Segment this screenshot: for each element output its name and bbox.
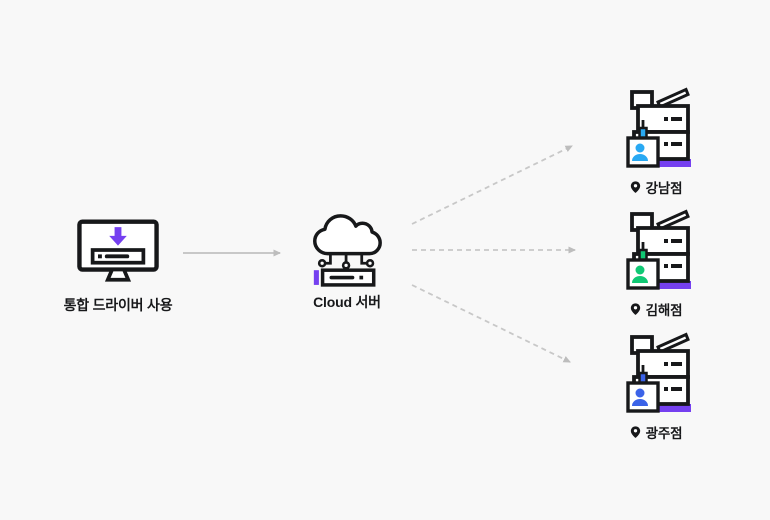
badge-person-body [632, 276, 648, 283]
badge-person-head [635, 265, 645, 275]
drawer-handle [671, 264, 682, 268]
badge-person-head [635, 143, 645, 153]
badge-person-head [635, 388, 645, 398]
drawer-dot [664, 387, 668, 391]
printer-accent-bar [644, 404, 691, 412]
drawer-dot [664, 117, 668, 121]
client-label: 통합 드라이버 사용 [63, 297, 173, 313]
progress-fill [104, 254, 130, 259]
node-dot-middle [341, 261, 351, 270]
server-label: Cloud 서버 [313, 294, 381, 310]
cloud-shape [313, 214, 382, 256]
location-pin-icon [630, 303, 640, 315]
printer-badge-icon [626, 209, 691, 290]
arrow-server-to-branch-1 [411, 145, 573, 225]
connector-right [360, 253, 367, 265]
connector-left [325, 253, 332, 265]
badge-person-body [632, 399, 648, 406]
branch-gwangju: 광주점 [586, 331, 726, 442]
badge-person-body [632, 154, 648, 161]
badge-card [626, 258, 660, 290]
progress-dot [97, 254, 102, 259]
server-accent-bar [313, 270, 319, 285]
branch-label: 강남점 [645, 181, 683, 196]
drawer-dot [664, 362, 668, 366]
drawer-handle [671, 117, 682, 121]
branch-label: 광주점 [645, 426, 683, 441]
monitor-download-icon [77, 219, 159, 282]
printer-accent-bar [644, 159, 691, 167]
cloud-server-icon [313, 214, 382, 287]
server-slot [329, 275, 355, 280]
server-led [359, 275, 364, 280]
badge-card [626, 381, 660, 413]
arrow-server-to-branch-3 [411, 284, 571, 363]
location-pin-icon [630, 181, 640, 193]
branch-label: 김해점 [645, 303, 683, 318]
badge-card [626, 136, 660, 168]
monitor-stand [104, 267, 132, 282]
printer-accent-bar [644, 281, 691, 289]
node-dot-right [365, 259, 375, 268]
node-dot-left [317, 259, 327, 268]
drawer-dot [664, 264, 668, 268]
cloud-server-node: Cloud 서버 [277, 211, 417, 312]
branch-gangnam: 강남점 [586, 86, 726, 197]
drawer-handle [671, 142, 682, 146]
printer-badge-icon [626, 87, 691, 168]
client-node: 통합 드라이버 사용 [38, 219, 198, 315]
drawer-handle [671, 387, 682, 391]
drawer-handle [671, 239, 682, 243]
location-pin-icon [630, 426, 640, 438]
download-arrow-icon [109, 227, 127, 246]
branch-gimhae: 김해점 [586, 208, 726, 319]
drawer-handle [671, 362, 682, 366]
printer-badge-icon [626, 332, 691, 413]
drawer-dot [664, 142, 668, 146]
drawer-dot [664, 239, 668, 243]
